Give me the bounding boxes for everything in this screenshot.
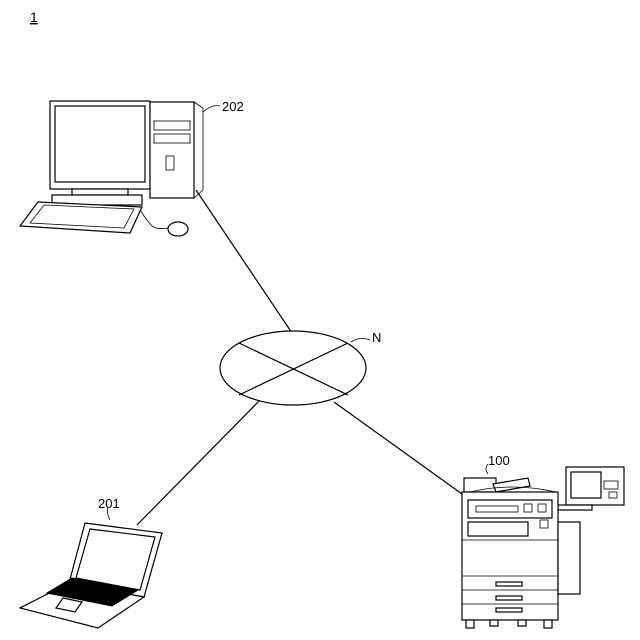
mouse-cable xyxy=(140,210,168,229)
laptop-ref-label: 201 xyxy=(98,496,120,511)
foot-left xyxy=(466,620,474,628)
output-tray xyxy=(468,522,528,536)
foot-right xyxy=(544,620,552,628)
network-label: N xyxy=(372,330,381,345)
network-leader-line xyxy=(351,338,370,342)
desktop-leader-line xyxy=(203,106,220,112)
mouse xyxy=(168,222,188,236)
tower-side-edge xyxy=(194,102,203,108)
panel-display xyxy=(571,472,601,498)
scanner-unit xyxy=(468,500,552,518)
link-mfp-network xyxy=(334,402,462,494)
foot-middle-right xyxy=(518,620,526,626)
cassette-handle-1 xyxy=(496,582,522,586)
monitor-screen xyxy=(55,106,145,182)
network-node: N xyxy=(220,330,381,405)
mfp-ref-label: 100 xyxy=(488,453,510,468)
desktop-ref-label: 202 xyxy=(222,99,244,114)
pc-tower xyxy=(150,102,194,198)
tower-bottom-edge xyxy=(194,190,203,198)
feeder-tray xyxy=(493,478,530,492)
foot-middle-left xyxy=(490,620,498,626)
desktop-computer: 202 xyxy=(20,99,244,236)
cassette-handle-2 xyxy=(496,596,522,600)
monitor-neck xyxy=(72,189,128,195)
link-laptop-network xyxy=(137,398,262,525)
link-desktop-network xyxy=(196,190,292,333)
panel-arm xyxy=(556,505,592,510)
laptop-computer: 201 xyxy=(20,496,162,628)
multifunction-printer: 100 xyxy=(462,453,624,628)
figure-label: 1 xyxy=(30,9,38,25)
cassette-handle-3 xyxy=(496,608,522,612)
side-unit xyxy=(558,522,580,594)
